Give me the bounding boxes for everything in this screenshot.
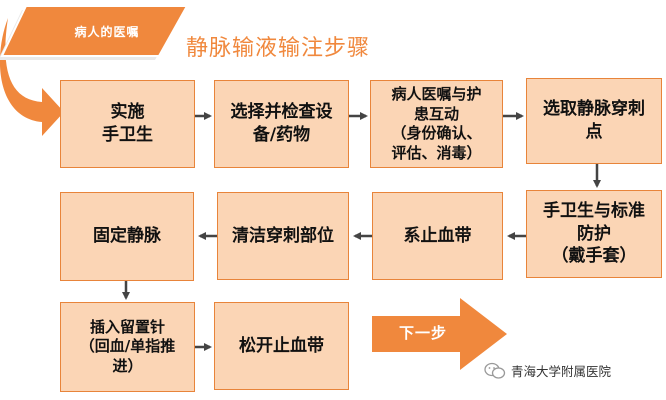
step-insert-catheter: 插入留置针 （回血/单指推 进） <box>60 302 195 392</box>
wechat-icon <box>484 362 506 379</box>
step-fix-vein: 固定静脉 <box>60 192 194 281</box>
banner-label: 病人的医嘱 <box>74 25 140 39</box>
watermark: 青海大学附属医院 <box>484 361 611 380</box>
step-hygiene-standard-protection: 手卫生与标准 防护 （戴手套） <box>526 190 662 278</box>
step-apply-tourniquet: 系止血带 <box>372 192 503 280</box>
step-select-check-equipment: 选择并检查设 备/药物 <box>214 80 349 168</box>
next-step-label: 下一步 <box>398 324 447 342</box>
step-order-patient-interaction: 病人医嘱与护 患互动 （身份确认、 评估、消毒） <box>370 80 503 168</box>
next-step-arrow <box>372 298 507 370</box>
diagram-title: 静脉输液输注步骤 <box>186 36 371 61</box>
step-hand-hygiene: 实施 手卫生 <box>60 80 195 168</box>
order-banner-arrow <box>0 5 189 136</box>
step-release-tourniquet: 松开止血带 <box>214 302 349 390</box>
step-clean-puncture-site: 清洁穿刺部位 <box>217 192 349 280</box>
step-select-puncture-site: 选取静脉穿刺 点 <box>526 78 662 164</box>
watermark-text: 青海大学附属医院 <box>511 364 612 379</box>
